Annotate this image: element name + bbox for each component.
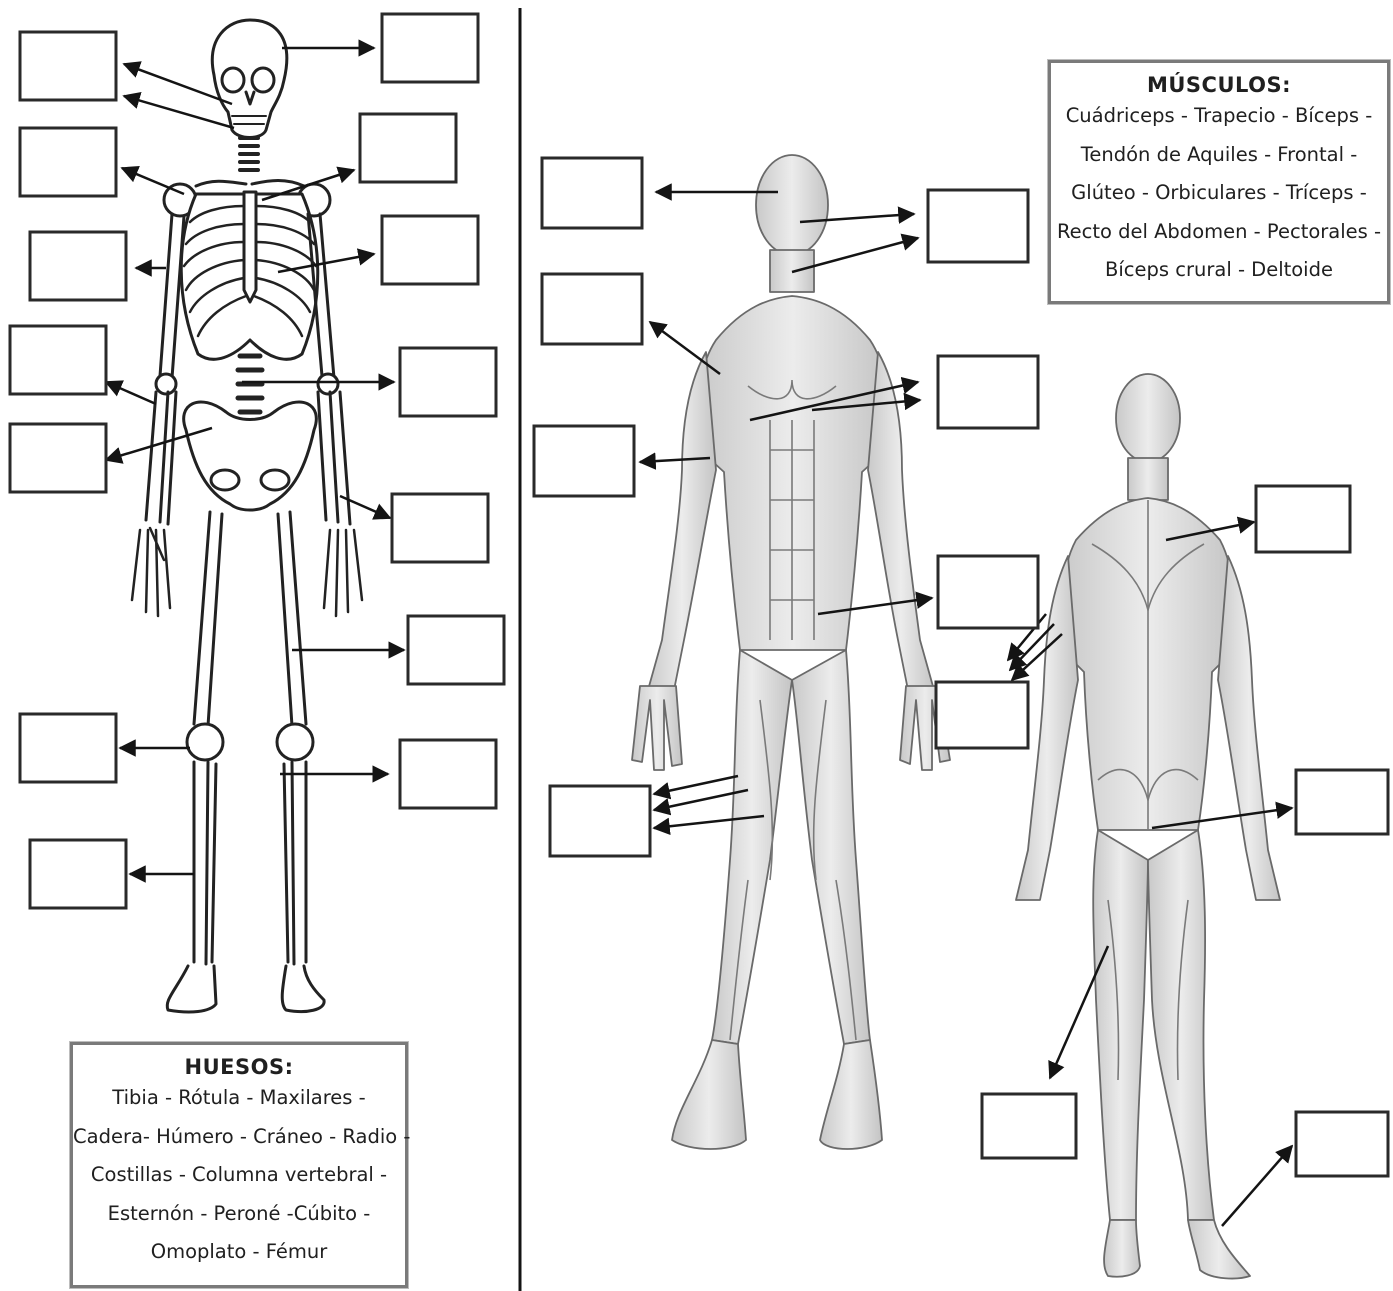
answer-box[interactable]	[938, 356, 1038, 428]
answer-box[interactable]	[936, 682, 1028, 748]
skeleton-figure	[132, 20, 362, 1012]
answer-box[interactable]	[30, 232, 126, 300]
answer-box[interactable]	[542, 158, 642, 228]
muscles-line: Cuádriceps - Trapecio - Bíceps -	[1051, 97, 1387, 136]
answer-box[interactable]	[20, 32, 116, 100]
answer-box[interactable]	[1296, 770, 1388, 834]
bones-title: HUESOS:	[73, 1055, 405, 1079]
answer-box[interactable]	[1296, 1112, 1388, 1176]
answer-box[interactable]	[20, 714, 116, 782]
answer-box[interactable]	[20, 128, 116, 196]
answer-box[interactable]	[408, 616, 504, 684]
answer-box[interactable]	[928, 190, 1028, 262]
answer-box[interactable]	[360, 114, 456, 182]
answer-box[interactable]	[382, 216, 478, 284]
answer-box[interactable]	[400, 740, 496, 808]
bones-line: Esternón - Peroné -Cúbito -	[73, 1195, 405, 1234]
muscles-word-bank: MÚSCULOS: Cuádriceps - Trapecio - Bíceps…	[1048, 60, 1390, 304]
answer-box[interactable]	[400, 348, 496, 416]
bones-line: Tibia - Rótula - Maxilares -	[73, 1079, 405, 1118]
arrow-deltoid	[650, 322, 720, 374]
arrow-maxilla-lower	[124, 96, 234, 128]
arrow-quadriceps-a	[654, 776, 738, 794]
muscle-figure-front	[632, 155, 950, 1149]
arrow-achilles	[1222, 1146, 1292, 1226]
muscles-line: Tendón de Aquiles - Frontal -	[1051, 136, 1387, 175]
answer-box[interactable]	[382, 14, 478, 82]
answer-box[interactable]	[30, 840, 126, 908]
answer-box[interactable]	[1256, 486, 1350, 552]
answer-box[interactable]	[938, 556, 1038, 628]
arrow-scapula	[122, 168, 184, 194]
answer-box[interactable]	[982, 1094, 1076, 1158]
muscles-line: Glúteo - Orbiculares - Tríceps -	[1051, 174, 1387, 213]
bones-word-bank: HUESOS: Tibia - Rótula - Maxilares - Cad…	[70, 1042, 408, 1288]
answer-box[interactable]	[550, 786, 650, 856]
arrow-ulna	[106, 382, 156, 404]
muscles-title: MÚSCULOS:	[1051, 73, 1387, 97]
answer-box[interactable]	[542, 274, 642, 344]
answer-box[interactable]	[10, 424, 106, 492]
bones-line: Costillas - Columna vertebral -	[73, 1156, 405, 1195]
muscles-line: Bíceps crural - Deltoide	[1051, 251, 1387, 290]
bones-line: Omoplato - Fémur	[73, 1233, 405, 1272]
muscles-line: Recto del Abdomen - Pectorales -	[1051, 213, 1387, 252]
answer-box[interactable]	[534, 426, 634, 496]
answer-box[interactable]	[10, 326, 106, 394]
bones-line: Cadera- Húmero - Cráneo - Radio -	[73, 1118, 405, 1157]
answer-box[interactable]	[392, 494, 488, 562]
